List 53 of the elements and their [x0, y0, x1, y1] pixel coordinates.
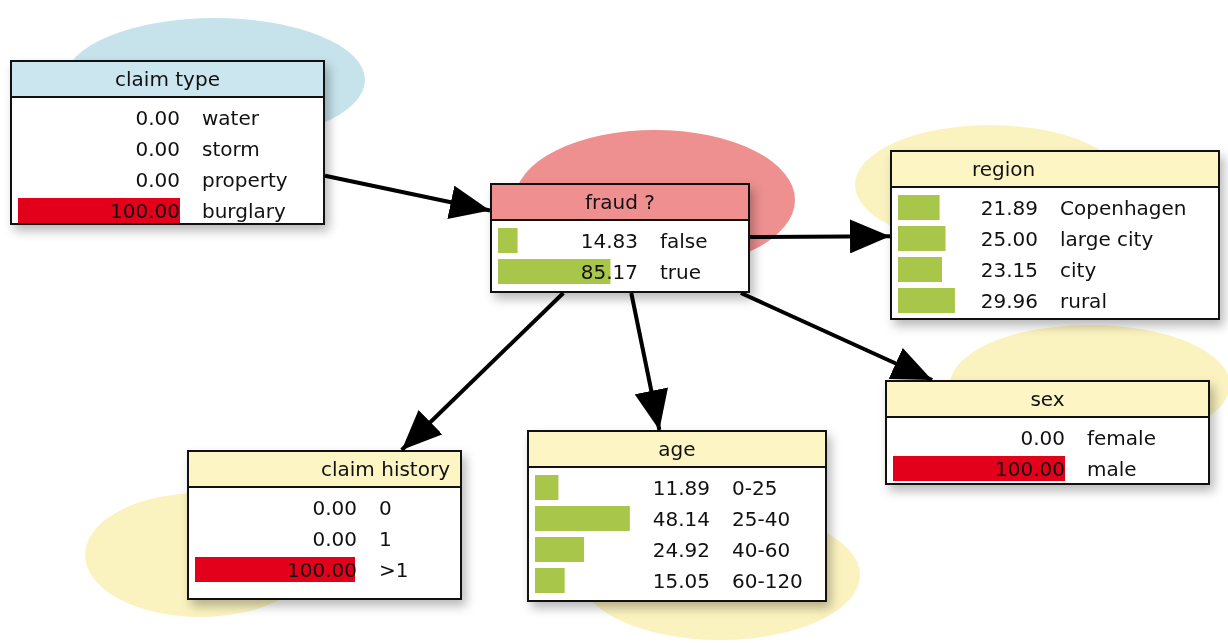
state-name: city: [1060, 257, 1097, 282]
probability-value: 0.00: [312, 526, 357, 551]
state-name: 0: [379, 495, 392, 520]
variable-name: claim history: [321, 457, 450, 481]
state-name: false: [660, 228, 708, 253]
state-name: storm: [202, 136, 260, 161]
probability-value: 21.89: [980, 195, 1038, 220]
probability-value: 15.05: [652, 568, 710, 593]
variable-name: age: [658, 437, 696, 461]
probability-table: [187, 450, 462, 600]
probability-value: 48.14: [652, 506, 710, 531]
state-name: rural: [1060, 288, 1107, 313]
probability-table: [885, 380, 1210, 485]
probability-value: 0.00: [135, 136, 180, 161]
variable-name: claim type: [115, 67, 220, 91]
probability-table: [890, 150, 1220, 320]
probability-value: 29.96: [980, 288, 1038, 313]
probability-value: 100.00: [995, 456, 1065, 481]
state-name: >1: [379, 557, 409, 582]
state-name: burglary: [202, 198, 286, 223]
arrow: [400, 291, 565, 452]
state-name: 40-60: [732, 537, 791, 562]
probability-value: 23.15: [980, 257, 1038, 282]
arrow: [740, 291, 933, 382]
probability-value: 100.00: [110, 198, 180, 223]
state-name: Copenhagen: [1060, 195, 1187, 220]
state-name: true: [660, 259, 702, 284]
state-name: male: [1087, 456, 1137, 481]
state-name: property: [202, 167, 288, 192]
variable-name: region: [972, 157, 1036, 181]
state-name: 1: [379, 526, 392, 551]
probability-value: 0.00: [1020, 425, 1065, 450]
arrow: [324, 173, 491, 219]
arrow: [750, 219, 890, 254]
probability-table: [10, 60, 325, 225]
variable-name: fraud ?: [585, 190, 655, 214]
probability-value: 24.92: [652, 537, 710, 562]
probability-table: [490, 183, 750, 293]
state-name: female: [1087, 425, 1156, 450]
probability-value: 0.00: [135, 105, 180, 130]
state-name: large city: [1060, 226, 1154, 251]
probability-value: 25.00: [980, 226, 1038, 251]
state-name: water: [202, 105, 259, 130]
state-name: 0-25: [732, 475, 778, 500]
arrow: [629, 292, 668, 431]
probability-table: [527, 430, 827, 602]
probability-value: 0.00: [312, 495, 357, 520]
state-name: 25-40: [732, 506, 791, 531]
probability-value: 11.89: [652, 475, 710, 500]
variable-name: sex: [1030, 387, 1065, 411]
state-name: 60-120: [732, 568, 803, 593]
probability-value: 14.83: [580, 228, 638, 253]
probability-value: 0.00: [135, 167, 180, 192]
